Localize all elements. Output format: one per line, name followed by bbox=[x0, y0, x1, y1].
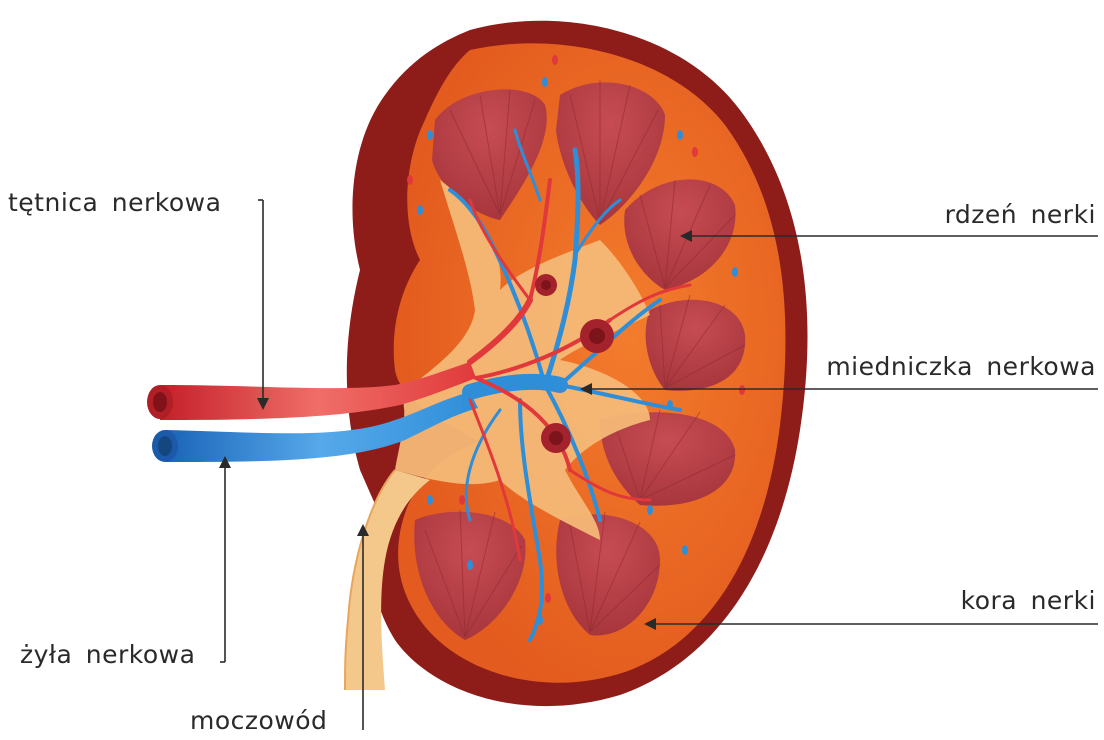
label-renal-artery: tętnica nerkowa bbox=[8, 188, 221, 218]
label-cortex: kora nerki bbox=[961, 586, 1096, 616]
label-renal-vein: żyła nerkowa bbox=[20, 640, 195, 670]
label-medulla: rdzeń nerki bbox=[945, 200, 1096, 230]
label-ureter: moczowód bbox=[190, 706, 327, 736]
label-renal-pelvis: miedniczka nerkowa bbox=[826, 352, 1096, 382]
